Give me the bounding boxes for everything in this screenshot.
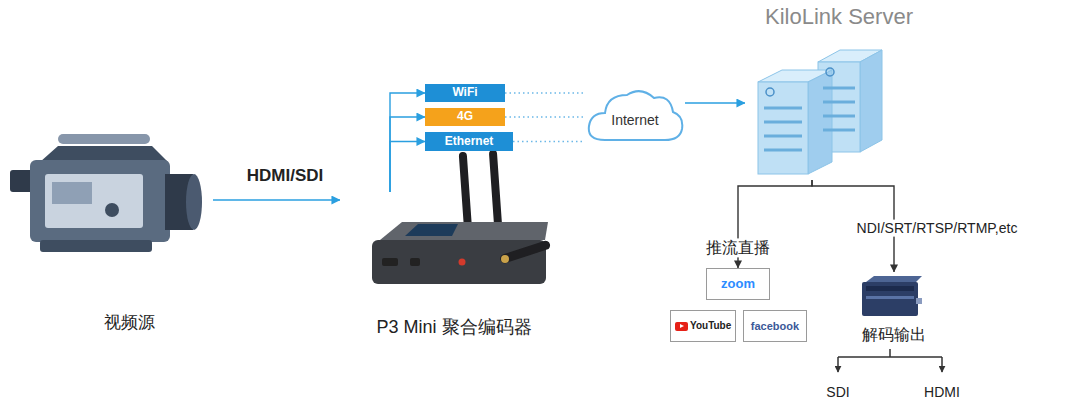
- server-logo: [826, 68, 834, 76]
- connector: [390, 93, 425, 192]
- video-camera: [10, 134, 202, 252]
- camera-panel: [45, 174, 143, 228]
- node-caption: 视频源: [45, 313, 213, 333]
- decoder-node: 解码输出: [850, 272, 938, 346]
- server-stack: [758, 50, 882, 174]
- encoder-port: [410, 258, 420, 266]
- youtube-icon: [675, 322, 688, 331]
- node-label: 4G: [457, 110, 473, 124]
- connector: [505, 92, 585, 94]
- encoder-screen: [405, 224, 458, 236]
- server-node: KiloLink Server: [745, 2, 933, 180]
- connector: [505, 116, 585, 118]
- node-label: Internet: [611, 112, 658, 128]
- decoder-device: [862, 276, 922, 316]
- connector: [390, 117, 425, 192]
- edge-label: NDI/SRT/RTSP/RTMP,etc: [854, 220, 1021, 237]
- network-box: Ethernet: [425, 132, 513, 151]
- server-slot: [823, 101, 855, 104]
- server-slots: [764, 88, 855, 150]
- server-slot: [823, 87, 855, 90]
- camera-handle: [40, 146, 168, 162]
- node-label: WiFi: [452, 86, 477, 100]
- platform-box: YouTube: [670, 310, 736, 342]
- antenna: [499, 240, 551, 265]
- connector: [685, 102, 745, 104]
- edge-label: 推流直播: [703, 238, 773, 257]
- decoder-body: [862, 282, 918, 316]
- internet-cloud: Internet: [585, 84, 685, 146]
- server-slot: [764, 135, 802, 138]
- video-source: 视频源: [45, 140, 213, 335]
- encoder-node: P3 Mini 聚合编码器: [340, 192, 568, 340]
- server-slot: [764, 149, 802, 152]
- camera-button: [105, 203, 119, 217]
- platform-box: zoom: [706, 268, 770, 300]
- encoder-button: [459, 259, 466, 266]
- decoder-port: [916, 298, 922, 304]
- encoder-body: [372, 240, 546, 284]
- node-caption: KiloLink Server: [745, 4, 933, 29]
- connector: [213, 199, 340, 201]
- signal-label: HDMI: [921, 384, 963, 401]
- server-side: [860, 50, 882, 152]
- decoder-slot: [866, 296, 914, 299]
- decoder-top: [866, 276, 922, 282]
- encoder-top: [380, 222, 548, 240]
- node-label: zoom: [721, 277, 755, 292]
- camera-base: [40, 240, 152, 252]
- camera-body: [30, 160, 170, 242]
- signal-label: SDI: [823, 384, 852, 401]
- node-label: YouTube: [690, 320, 731, 332]
- node-caption: P3 Mini 聚合编码器: [340, 317, 568, 338]
- node-label: Ethernet: [445, 135, 494, 149]
- camera-mic: [58, 134, 150, 144]
- server-slot: [764, 107, 802, 110]
- node-label: facebook: [751, 320, 799, 333]
- output-wire: [837, 357, 839, 372]
- server-side: [808, 70, 832, 174]
- server-slot: [823, 115, 855, 118]
- play-glyph: [680, 324, 684, 328]
- decoder-slot: [866, 286, 914, 291]
- server-front: [758, 82, 808, 174]
- camera-lens-front: [186, 174, 202, 230]
- node-caption: 解码输出: [850, 326, 938, 344]
- output-wire: [941, 357, 943, 372]
- encoder-device: [372, 150, 551, 284]
- platform-box: facebook: [743, 310, 807, 342]
- camera-screen: [52, 182, 92, 204]
- network-box: WiFi: [425, 84, 505, 102]
- network-box: 4G: [425, 108, 505, 126]
- server-slot: [823, 129, 855, 132]
- output-wire: [838, 349, 942, 357]
- server-slot: [764, 121, 802, 124]
- antenna-connector: [501, 255, 509, 263]
- cloud-shape: [589, 91, 683, 140]
- edge-label: HDMI/SDI: [244, 166, 327, 186]
- output-wires: [838, 349, 942, 372]
- encoder-port: [382, 258, 398, 266]
- server-logo: [766, 88, 774, 96]
- connector: [390, 142, 425, 193]
- connector: [513, 141, 585, 143]
